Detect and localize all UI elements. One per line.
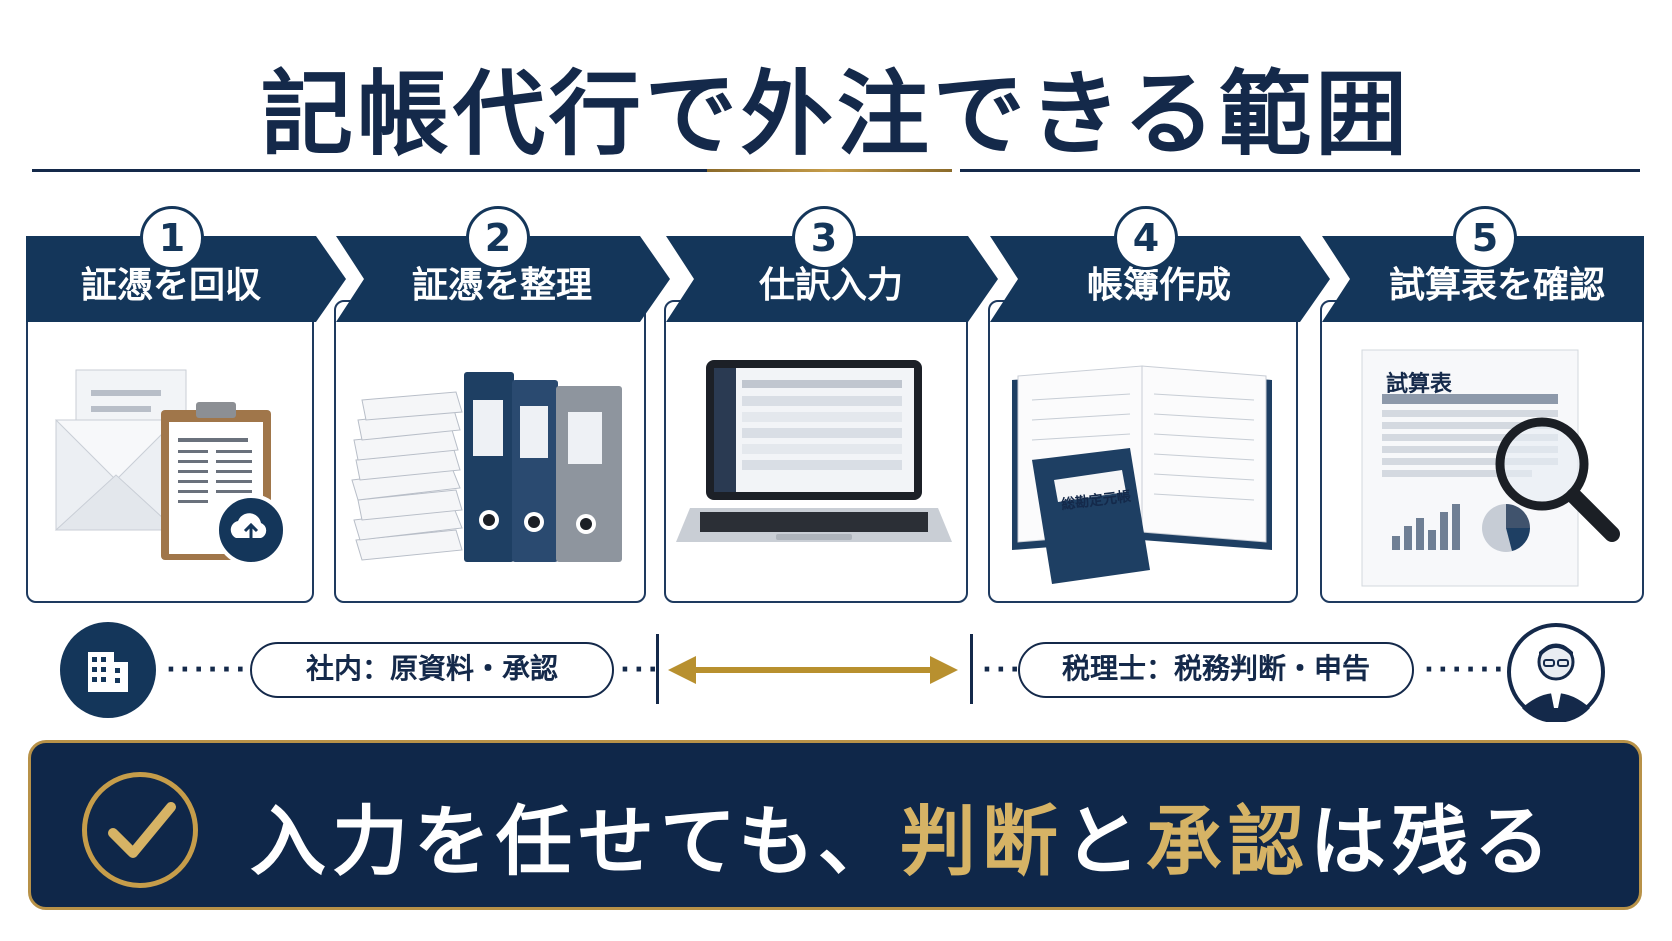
step-2-label: 証憑を整理 [411,265,592,306]
step-5-number: 5 [1453,206,1517,270]
magnifier-icon [1495,417,1620,542]
step-2-chevron [336,236,670,322]
paper-stack-binders-illustration [351,372,622,562]
building-icon [60,622,156,718]
step-3-label: 仕訳入力 [758,265,903,306]
step-1-number: 1 [140,206,204,270]
step-3-chevron [666,236,998,322]
company-role-pill: 社内：原資料・承認 [250,642,614,698]
step-1-chevron [26,236,346,322]
step-5-label: 試算表を確認 [1388,265,1605,306]
envelope-clipboard-illustration [54,369,287,566]
summary-message: 入力を任せても、判断と承認は残る [250,797,1556,886]
divider-left [656,634,659,704]
person-icon [1507,623,1605,722]
dots-left-1: ······· [166,655,264,685]
step-2-number: 2 [466,206,530,270]
dots-right-1: ··· [982,655,1024,685]
title-underline-left [32,169,707,172]
summary-banner [28,740,1642,910]
laptop-illustration [676,360,952,542]
step-4-label: 帳簿作成 [1086,265,1231,306]
checkmark-icon [82,772,198,888]
title-underline-accent [707,169,952,172]
divider-right [970,634,973,704]
step-1-label: 証憑を回収 [80,265,261,306]
trial-balance-title: 試算表 [1386,372,1453,397]
tax-accountant-role-pill: 税理士：税務判断・申告 [1018,642,1414,698]
dots-right-2: ······· [1424,655,1522,685]
step-3-number: 3 [792,206,856,270]
step-4-number: 4 [1114,206,1178,270]
page-title: 記帳代行で外注できる範囲 [260,61,1412,168]
step-4-chevron [990,236,1330,322]
trial-balance-illustration [1361,349,1620,587]
step-5-chevron [1322,236,1644,322]
title-underline-right [960,169,1640,172]
double-arrow-icon [668,656,958,684]
cloud-upload-icon [215,494,287,566]
ledger-book-illustration [1012,365,1272,584]
dots-left-2: ··· [620,655,662,685]
